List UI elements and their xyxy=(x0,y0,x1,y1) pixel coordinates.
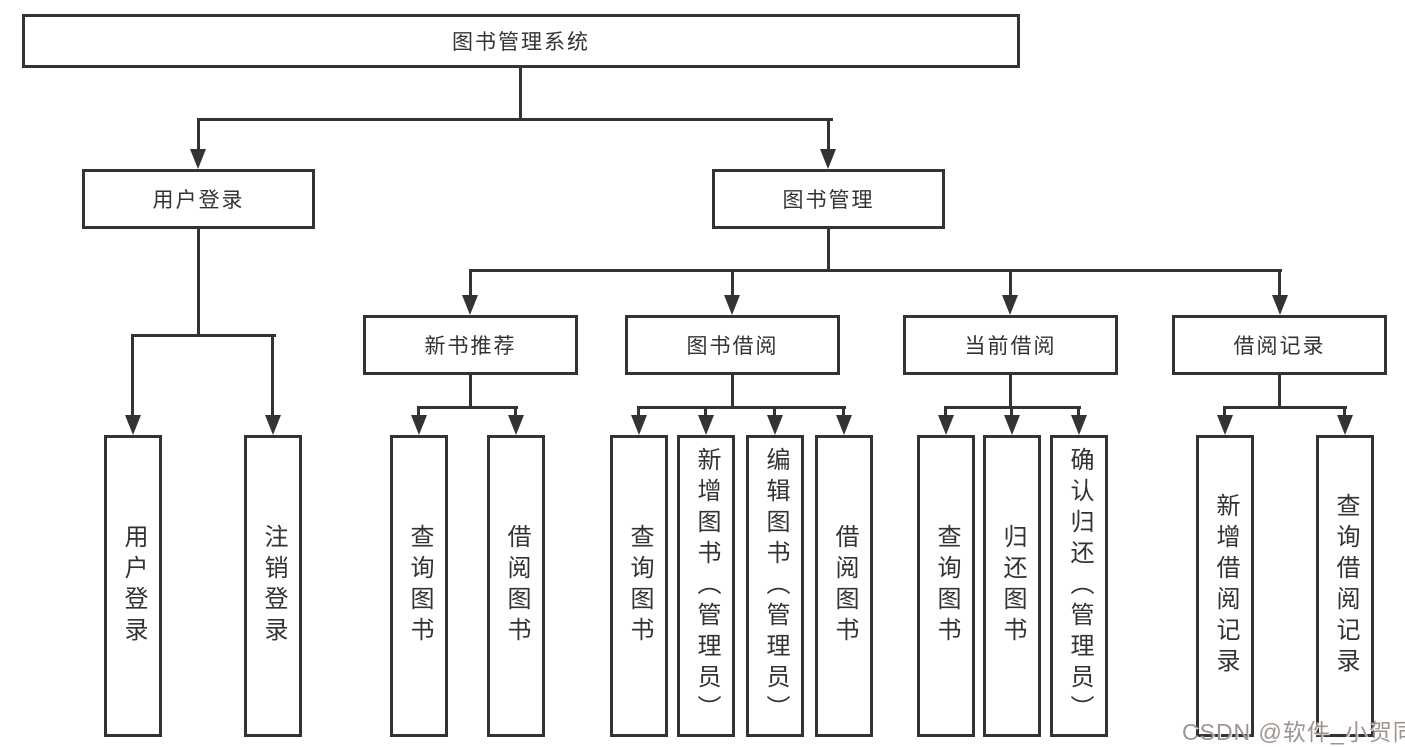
leaf-query-borrow-record: 查询借阅记录 xyxy=(1316,435,1374,737)
connector-line xyxy=(1278,375,1281,408)
node-root: 图书管理系统 xyxy=(22,14,1020,68)
leaf-confirm-return-admin: 确认归还（管理员） xyxy=(1050,435,1108,737)
connector-line xyxy=(1278,269,1281,297)
node-root-label: 图书管理系统 xyxy=(452,31,590,54)
leaf-edit-book-admin: 编辑图书（管理员） xyxy=(746,435,804,737)
arrow-down-icon xyxy=(1071,415,1087,435)
arrow-down-icon xyxy=(631,415,647,435)
node-book-borrow: 图书借阅 xyxy=(625,315,840,375)
leaf-query-borrow-record-label: 查询借阅记录 xyxy=(1332,493,1359,679)
node-book-borrow-label: 图书借阅 xyxy=(686,335,779,358)
connector-line xyxy=(827,118,830,151)
connector-line xyxy=(773,406,776,418)
leaf-user-login-label: 用户登录 xyxy=(120,524,147,648)
leaf-query-books-borrow: 查询图书 xyxy=(610,435,668,737)
arrow-down-icon xyxy=(1337,415,1353,435)
leaf-borrow-books-label: 借阅图书 xyxy=(831,524,858,648)
connector-line xyxy=(731,269,734,297)
connector-line xyxy=(514,406,517,418)
leaf-add-borrow-record: 新增借阅记录 xyxy=(1196,435,1254,737)
connector-line xyxy=(842,406,845,418)
arrow-down-icon xyxy=(698,415,714,435)
connector-line xyxy=(197,118,833,121)
connector-line xyxy=(1223,406,1347,409)
leaf-add-book-admin-label: 新增图书（管理员） xyxy=(693,446,720,726)
node-new-book-recommend: 新书推荐 xyxy=(363,315,578,375)
leaf-return-book-label: 归还图书 xyxy=(999,524,1026,648)
connector-line xyxy=(519,68,522,119)
arrow-down-icon xyxy=(767,415,783,435)
connector-line xyxy=(1009,269,1012,297)
leaf-borrow-books-recommend: 借阅图书 xyxy=(487,435,545,737)
arrow-down-icon xyxy=(1004,415,1020,435)
arrow-down-icon xyxy=(724,295,740,315)
arrow-down-icon xyxy=(508,415,524,435)
arrow-down-icon xyxy=(411,415,427,435)
node-current-borrow: 当前借阅 xyxy=(903,315,1118,375)
arrow-down-icon xyxy=(462,295,478,315)
connector-line xyxy=(197,229,200,336)
connector-line xyxy=(131,334,134,417)
arrow-down-icon xyxy=(1272,295,1288,315)
leaf-logout-label: 注销登录 xyxy=(260,524,287,648)
leaf-return-book: 归还图书 xyxy=(983,435,1041,737)
arrow-down-icon xyxy=(265,415,281,435)
connector-line xyxy=(469,269,1282,272)
node-book-management-label: 图书管理 xyxy=(782,189,875,212)
connector-line xyxy=(637,406,640,418)
node-borrow-records-label: 借阅记录 xyxy=(1233,335,1326,358)
node-book-management: 图书管理 xyxy=(712,169,945,229)
leaf-query-books-borrow-label: 查询图书 xyxy=(626,524,653,648)
connector-line xyxy=(731,375,734,408)
node-borrow-records: 借阅记录 xyxy=(1172,315,1387,375)
leaf-borrow-books: 借阅图书 xyxy=(815,435,873,737)
connector-line xyxy=(827,229,830,271)
watermark-text: CSDN @软件_小贺同学 xyxy=(1182,719,1405,745)
connector-line xyxy=(417,406,420,418)
leaf-query-books-recommend-label: 查询图书 xyxy=(406,524,433,648)
arrow-down-icon xyxy=(190,149,206,169)
leaf-logout: 注销登录 xyxy=(244,435,302,737)
connector-line xyxy=(1077,406,1080,418)
arrow-down-icon xyxy=(820,149,836,169)
leaf-confirm-return-admin-label: 确认归还（管理员） xyxy=(1066,446,1093,726)
leaf-borrow-books-recommend-label: 借阅图书 xyxy=(503,524,530,648)
connector-line xyxy=(197,118,200,151)
connector-line xyxy=(1343,406,1346,418)
connector-line xyxy=(944,406,947,418)
arrow-down-icon xyxy=(125,415,141,435)
connector-line xyxy=(637,406,846,409)
leaf-user-login: 用户登录 xyxy=(104,435,162,737)
node-current-borrow-label: 当前借阅 xyxy=(964,335,1057,358)
arrow-down-icon xyxy=(938,415,954,435)
node-user-login: 用户登录 xyxy=(82,169,315,229)
arrow-down-icon xyxy=(1217,415,1233,435)
connector-line xyxy=(1223,406,1226,418)
arrow-down-icon xyxy=(836,415,852,435)
node-new-book-recommend-label: 新书推荐 xyxy=(424,335,517,358)
leaf-query-books-current-label: 查询图书 xyxy=(933,524,960,648)
leaf-query-books-current: 查询图书 xyxy=(917,435,975,737)
connector-line xyxy=(469,375,472,408)
connector-line xyxy=(417,406,518,409)
arrow-down-icon xyxy=(1002,295,1018,315)
connector-line xyxy=(271,334,274,417)
connector-line xyxy=(704,406,707,418)
connector-line xyxy=(131,334,276,337)
leaf-add-borrow-record-label: 新增借阅记录 xyxy=(1212,493,1239,679)
leaf-edit-book-admin-label: 编辑图书（管理员） xyxy=(762,446,789,726)
connector-line xyxy=(469,269,472,297)
node-user-login-label: 用户登录 xyxy=(152,189,245,212)
leaf-query-books-recommend: 查询图书 xyxy=(390,435,448,737)
connector-line xyxy=(1009,375,1012,408)
leaf-add-book-admin: 新增图书（管理员） xyxy=(677,435,735,737)
connector-line xyxy=(1010,406,1013,418)
